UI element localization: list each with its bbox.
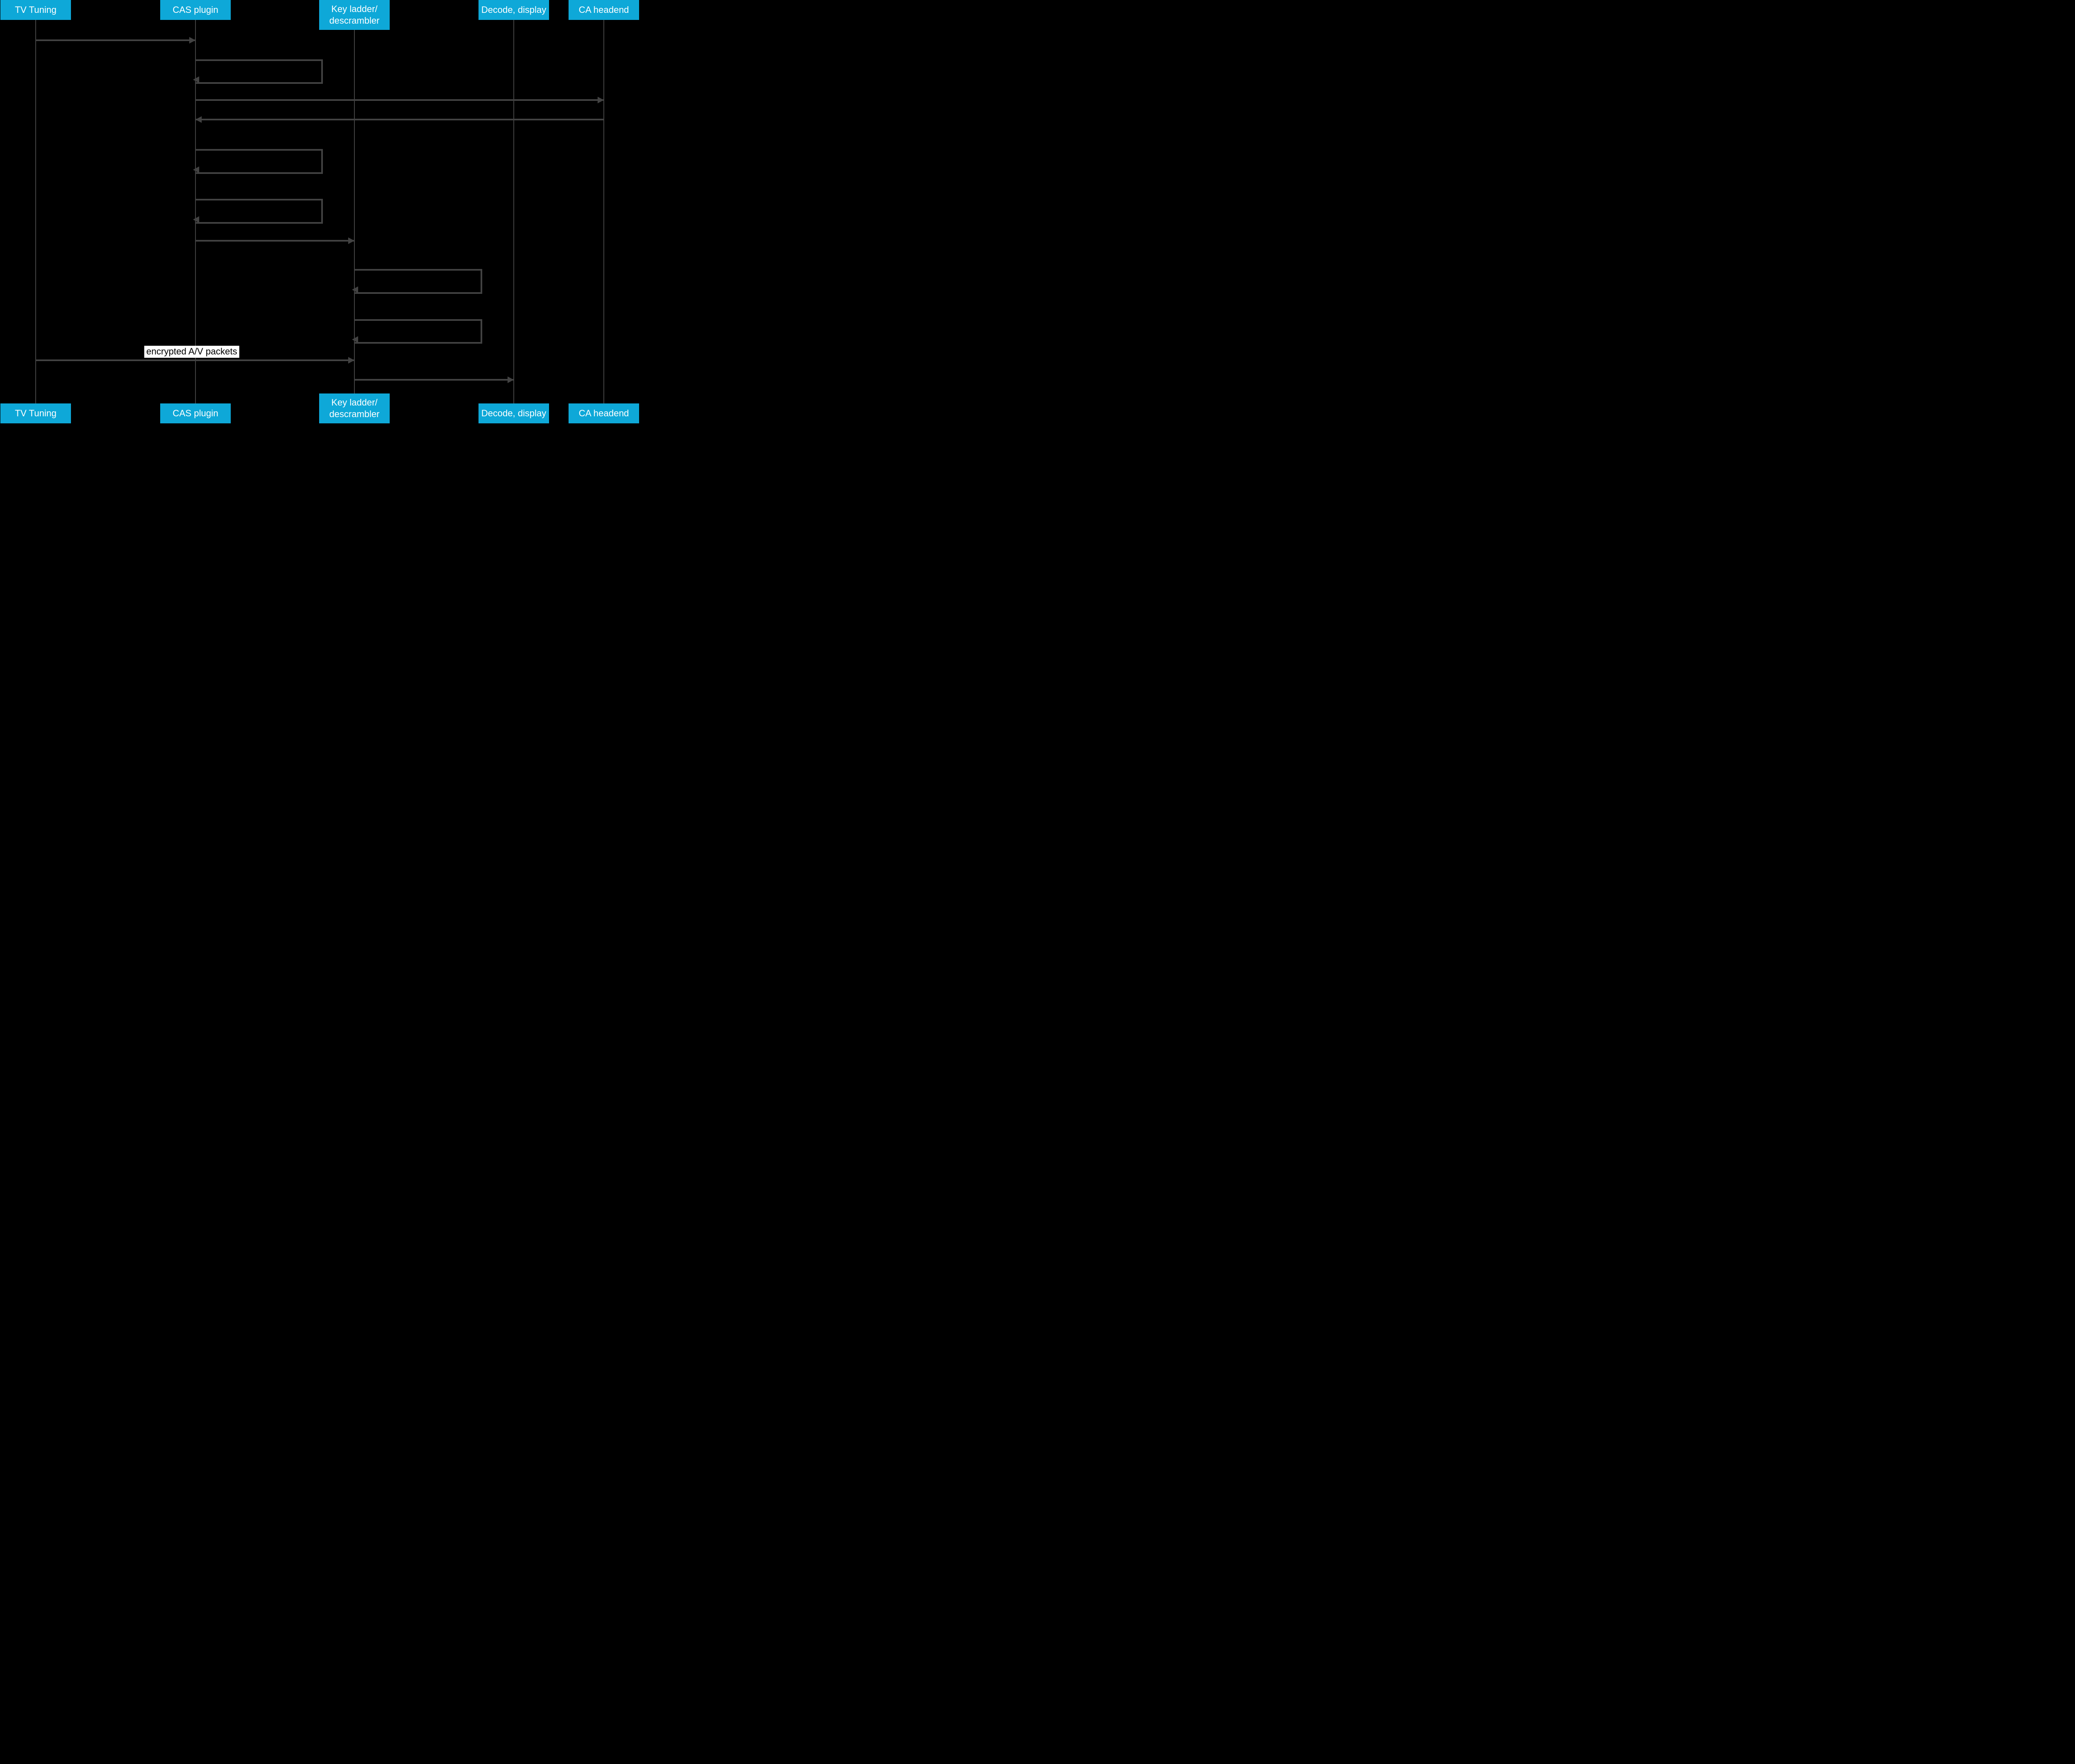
message-label: encrypted A/V packets (144, 346, 239, 358)
participant-label-line: Decode, display (481, 408, 547, 418)
lifeline-ca-headend (603, 20, 604, 403)
self-message-loop (354, 319, 482, 344)
message-arrowhead-right (598, 97, 604, 103)
participant-label-line: Key ladder/ (331, 397, 378, 408)
participant-label-line: descrambler (329, 15, 380, 26)
message-arrowhead-left (195, 116, 202, 123)
lifeline-cas-plugin (195, 20, 196, 403)
participant-box-bottom-ca-headend: CA headend (569, 403, 639, 423)
message-arrow-line (36, 359, 354, 361)
participant-label-line: CA headend (579, 4, 629, 15)
message-arrowhead-right (348, 237, 354, 244)
lifeline-key-ladder (354, 30, 355, 393)
participant-label-line: TV Tuning (15, 4, 57, 15)
message-arrowhead-right (508, 376, 514, 383)
self-message-arrowhead-left (193, 216, 199, 223)
self-message-arrowhead-left (193, 76, 199, 83)
message-arrowhead-right (348, 357, 354, 364)
message-arrow-line (195, 99, 604, 101)
participant-box-bottom-decode-display: Decode, display (478, 403, 549, 423)
participant-box-top-decode-display: Decode, display (478, 0, 549, 20)
self-message-loop (195, 59, 323, 84)
participant-box-top-cas-plugin: CAS plugin (160, 0, 231, 20)
participant-box-top-ca-headend: CA headend (569, 0, 639, 20)
lifeline-decode-display (513, 20, 514, 403)
lifeline-tv-tuning (35, 20, 36, 403)
participant-box-top-tv-tuning: TV Tuning (0, 0, 71, 20)
message-arrow-line (354, 379, 514, 381)
message-arrow-line (195, 119, 604, 120)
message-arrow-line (36, 39, 195, 41)
self-message-arrowhead-left (352, 286, 358, 293)
participant-label-line: CAS plugin (172, 408, 219, 418)
participant-label-line: CAS plugin (172, 4, 219, 15)
participant-label-line: Key ladder/ (331, 3, 378, 14)
self-message-loop (354, 269, 482, 294)
participant-label-line: descrambler (329, 409, 380, 419)
participant-label-line: CA headend (579, 408, 629, 418)
participant-label-line: Decode, display (481, 4, 547, 15)
self-message-loop (195, 149, 323, 174)
participant-box-bottom-cas-plugin: CAS plugin (160, 403, 231, 423)
message-arrow-line (195, 240, 354, 242)
participant-label-line: TV Tuning (15, 408, 57, 418)
participant-box-bottom-tv-tuning: TV Tuning (0, 403, 71, 423)
participant-box-top-key-ladder: Key ladder/descrambler (319, 0, 390, 30)
self-message-arrowhead-left (352, 336, 358, 343)
participant-box-bottom-key-ladder: Key ladder/descrambler (319, 393, 390, 423)
self-message-loop (195, 199, 323, 224)
message-arrowhead-right (189, 37, 195, 44)
self-message-arrowhead-left (193, 166, 199, 173)
